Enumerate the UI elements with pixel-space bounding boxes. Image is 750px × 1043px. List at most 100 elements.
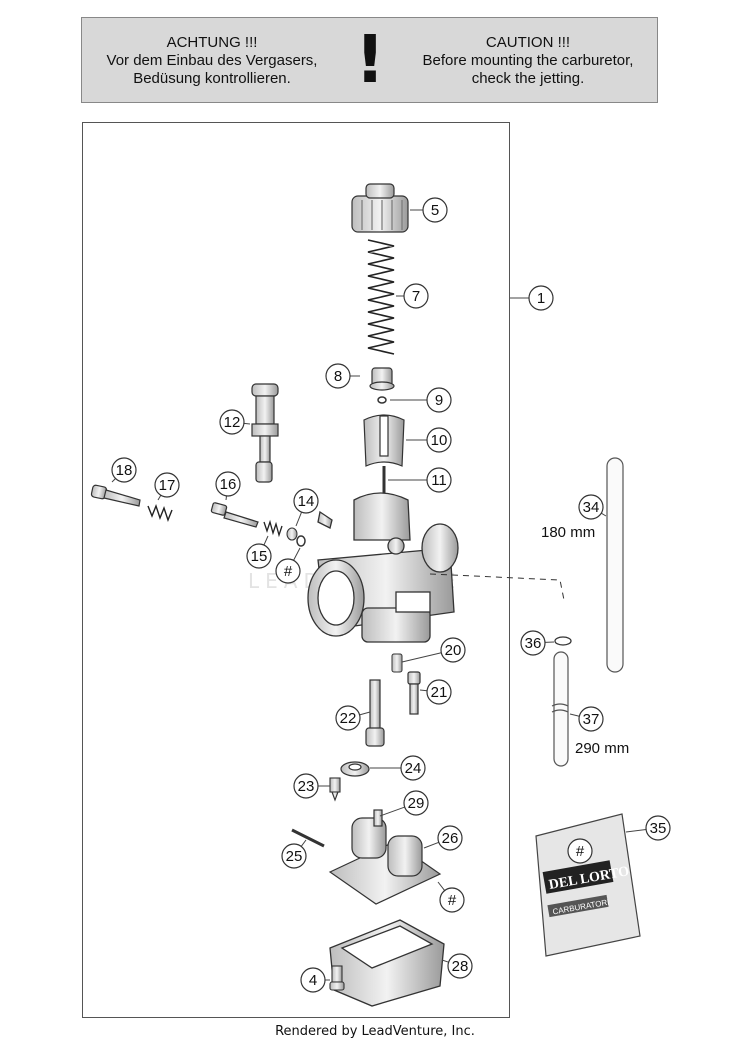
callout-circle	[246, 543, 272, 569]
drain-screw	[329, 965, 345, 991]
callout-circle	[520, 630, 546, 656]
callout-circle	[403, 790, 429, 816]
callout-label-26: 26	[442, 830, 459, 847]
callout-circle	[325, 363, 351, 389]
callout-label-7: 7	[412, 288, 420, 305]
idle-screw	[90, 484, 141, 507]
warning-banner: ACHTUNG !!! Vor dem Einbau des Vergasers…	[81, 17, 658, 103]
pilot-jet	[407, 671, 421, 715]
callout-circle	[426, 467, 452, 493]
callout-circle	[281, 843, 307, 869]
carburetor-body	[307, 492, 459, 643]
float-bowl	[329, 919, 445, 1007]
callout-label-23: 23	[298, 778, 315, 795]
callout-label-12: 12	[224, 414, 241, 431]
callout-circle	[426, 387, 452, 413]
callout-circle	[403, 283, 429, 309]
callout-circle	[528, 285, 554, 311]
jet-kit-packet: DEL LORTO CARBURATORI	[535, 813, 641, 957]
german-warning-line1: Vor dem Einbau des Vergasers,	[106, 52, 318, 69]
callout-circle	[215, 471, 241, 497]
callout-circle	[154, 472, 180, 498]
washer	[286, 527, 298, 541]
callout-label-4: 4	[309, 972, 317, 989]
callout-circle	[578, 494, 604, 520]
callout-circle	[437, 825, 463, 851]
needle-clip	[377, 396, 387, 404]
callout-label-5: 5	[431, 202, 439, 219]
throttle-slide	[363, 414, 405, 467]
callout-label-21: 21	[431, 684, 448, 701]
callout-circle	[447, 953, 473, 979]
callout-circle	[645, 815, 671, 841]
callout-label-17: 17	[159, 477, 176, 494]
callout-circle	[335, 705, 361, 731]
english-warning-line2: check the jetting.	[471, 70, 585, 87]
callout-circle	[440, 637, 466, 663]
callout-label-hash: #	[284, 563, 293, 580]
callout-label-hash: #	[576, 843, 585, 860]
o-ring	[296, 535, 306, 547]
choke-plunger	[251, 383, 279, 483]
callout-circle	[293, 773, 319, 799]
callout-label-20: 20	[445, 642, 462, 659]
german-warning-line2: Bedüsung kontrollieren.	[133, 70, 291, 87]
callout-label-9: 9	[435, 392, 443, 409]
callout-label-29: 29	[408, 795, 425, 812]
callout-label-22: 22	[340, 710, 357, 727]
callout-label-18: 18	[116, 462, 133, 479]
callout-label-34: 34	[583, 499, 600, 516]
mixture-spring	[263, 519, 283, 538]
callout-circle	[426, 427, 452, 453]
callout-circle	[426, 679, 452, 705]
english-warning-title: CAUTION !!!	[485, 34, 571, 51]
callout-label-35: 35	[650, 820, 667, 837]
callout-circle	[293, 488, 319, 514]
callout-label-37: 37	[583, 711, 600, 728]
callout-label-11: 11	[431, 472, 447, 489]
vent-tube-180	[606, 457, 624, 673]
tube-clip	[554, 636, 572, 646]
english-warning-line1: Before mounting the carburetor,	[422, 52, 634, 69]
callout-label-36: 36	[525, 635, 542, 652]
callout-label-25: 25	[286, 848, 303, 865]
idle-spring	[147, 503, 173, 523]
callout-circle	[400, 755, 426, 781]
callout-circle	[567, 838, 593, 864]
assembly-frame	[82, 122, 510, 1018]
callout-circle	[219, 409, 245, 435]
callout-label-28: 28	[452, 958, 469, 975]
callout-label-1: 1	[537, 290, 545, 307]
vent-tube-290	[551, 651, 569, 767]
float-needle	[329, 777, 341, 802]
callout-label-hash: #	[448, 892, 457, 909]
callout-label-14: 14	[298, 493, 315, 510]
german-warning: ACHTUNG !!! Vor dem Einbau des Vergasers…	[82, 34, 342, 88]
vent-routing-line	[429, 573, 565, 601]
german-warning-title: ACHTUNG !!!	[166, 34, 258, 51]
callout-label-16: 16	[220, 476, 237, 493]
float-pin	[291, 828, 325, 848]
callout-circle	[275, 558, 301, 584]
callout-circle	[300, 967, 326, 993]
tube-180-length: 180 mm	[541, 524, 595, 541]
idle-jet	[391, 653, 403, 673]
english-warning: CAUTION !!! Before mounting the carburet…	[398, 34, 658, 88]
float-assembly	[328, 809, 442, 905]
callout-label-10: 10	[431, 432, 448, 449]
callout-circle	[422, 197, 448, 223]
mixture-screw	[210, 502, 259, 528]
carb-top-cap	[351, 183, 409, 233]
callout-label-8: 8	[334, 368, 342, 385]
callout-label-24: 24	[405, 760, 422, 777]
main-jet-ring	[340, 761, 370, 777]
callout-circle	[439, 887, 465, 913]
callout-label-15: 15	[251, 548, 268, 565]
tube-290-length: 290 mm	[575, 740, 629, 757]
spring-seat	[369, 367, 395, 391]
slide-spring	[367, 239, 395, 355]
callout-circle	[111, 457, 137, 483]
footer-credit: Rendered by LeadVenture, Inc.	[275, 1024, 475, 1039]
exclamation-icon: !	[354, 21, 386, 98]
